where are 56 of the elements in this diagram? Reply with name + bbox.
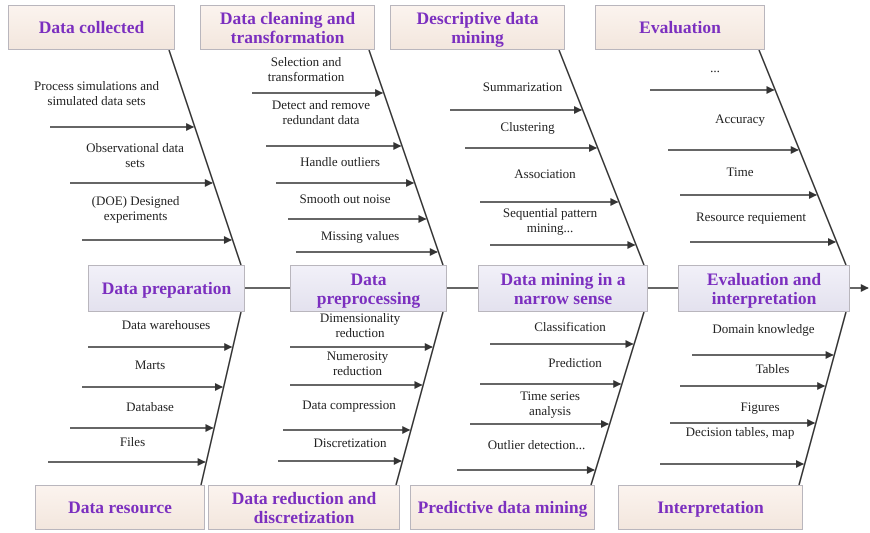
cause-label: Missing values — [320, 229, 400, 244]
cause-label: ... — [709, 61, 721, 76]
cause-label: Clustering — [499, 120, 556, 135]
category-box: Evaluation — [595, 5, 765, 50]
cause-label: Detect and remove redundant data — [270, 98, 372, 128]
spine-line — [648, 287, 678, 289]
bone-line — [395, 312, 444, 486]
cause-label: Database — [125, 400, 175, 415]
cause-label: Files — [118, 435, 146, 450]
bone-line — [758, 50, 847, 266]
spine-line — [447, 287, 478, 289]
category-box: Descriptive data mining — [390, 5, 565, 50]
category-box: Data collected — [8, 5, 175, 50]
cause-label: Tables — [754, 362, 790, 377]
cause-label: Sequential pattern mining... — [502, 206, 598, 236]
stage-box: Data preparation — [88, 265, 245, 312]
cause-label: Figures — [740, 400, 780, 415]
spine-line — [245, 287, 290, 289]
cause-label: Summarization — [482, 80, 564, 95]
cause-label: Data compression — [301, 398, 397, 413]
category-box: Data resource — [35, 485, 205, 530]
bone-line — [590, 312, 645, 486]
category-box: Data reduction and discretization — [208, 485, 400, 530]
bone-line — [200, 312, 242, 486]
bone-line — [368, 50, 444, 266]
cause-label: Decision tables, map — [684, 425, 796, 440]
bone-line — [558, 50, 645, 266]
cause-label: Accuracy — [714, 112, 766, 127]
cause-label: Dimensionality reduction — [318, 311, 402, 340]
cause-label: Selection and transformation — [266, 55, 346, 84]
cause-label: Time series analysis — [519, 389, 581, 418]
category-box: Interpretation — [618, 485, 803, 530]
cause-label: Outlier detection... — [486, 438, 586, 453]
cause-label: Discretization — [312, 436, 388, 451]
cause-label: Domain knowledge — [711, 322, 816, 337]
cause-label: Data warehouses — [120, 318, 212, 333]
category-box: Data cleaning and transformation — [200, 5, 375, 50]
cause-label: Observational data sets — [85, 141, 185, 170]
cause-label: Smooth out noise — [298, 192, 392, 207]
stage-box: Data preprocessing — [290, 265, 447, 312]
cause-label: Handle outliers — [299, 155, 381, 170]
cause-label: Resource requiement — [694, 210, 808, 225]
cause-label: Classification — [533, 320, 607, 335]
bone-line — [168, 50, 242, 266]
cause-label: Marts — [134, 358, 166, 373]
cause-label: Prediction — [547, 356, 603, 371]
stage-box: Data mining in a narrow sense — [478, 265, 648, 312]
cause-label: (DOE) Designed experiments — [90, 194, 180, 224]
cause-label: Time — [726, 165, 754, 180]
stage-box: Evaluation and interpretation — [678, 265, 850, 312]
category-box: Predictive data mining — [410, 485, 595, 530]
bone-line — [798, 312, 847, 486]
spine-arrow — [850, 284, 869, 292]
cause-label: Numerosity reduction — [326, 349, 390, 378]
cause-label: Association — [513, 167, 577, 182]
cause-label: Process simulations and simulated data sets — [33, 79, 160, 108]
